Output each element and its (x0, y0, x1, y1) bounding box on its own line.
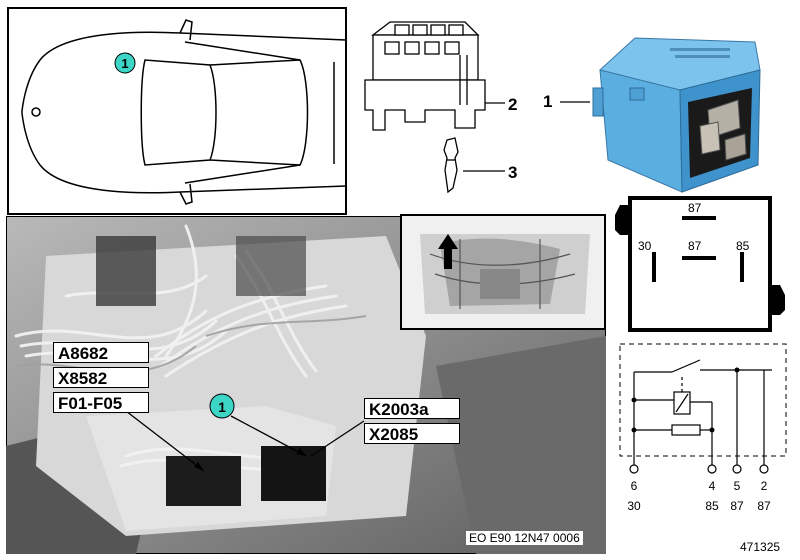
car-location-panel: 1 (7, 7, 347, 215)
car-location-badge-number: 1 (121, 56, 128, 71)
label-f01-f05: F01-F05 (53, 392, 149, 413)
label-x8582: X8582 (53, 367, 149, 388)
inset-arrow (438, 234, 458, 269)
label-k2003a: K2003a (364, 398, 460, 419)
car-location-badge (114, 52, 136, 74)
label-x2085: X2085 (364, 423, 460, 444)
pin-label-30: 30 (638, 239, 652, 253)
connector-parts: 2 3 (364, 21, 517, 194)
relay-pin-layout: 87 87 30 85 (615, 196, 785, 332)
schematic-terminal-30: 30 (627, 499, 641, 513)
schematic-pin-6: 6 (631, 479, 638, 493)
label-a8682: A8682 (53, 342, 149, 363)
schematic-pin-4: 4 (709, 479, 716, 493)
schematic-pin-5: 5 (734, 479, 741, 493)
fuse-connector-block (166, 456, 241, 506)
car-outline (21, 19, 347, 205)
part-3-number: 3 (508, 163, 517, 182)
schematic-terminal-87-b: 87 (757, 499, 771, 513)
pin-87-center (682, 256, 716, 260)
figure-number: 471325 (740, 540, 781, 554)
pin-label-85: 85 (736, 239, 750, 253)
relay-schematic: 6 30 4 85 5 87 2 87 (619, 343, 787, 513)
relay-image (560, 37, 761, 193)
pin-label-87-center: 87 (688, 239, 702, 253)
schematic-terminal-87-a: 87 (730, 499, 744, 513)
photo-caption: EO E90 12N47 0006 (466, 531, 583, 545)
part-2-number: 2 (508, 95, 517, 114)
relay-socket-block (261, 446, 326, 501)
pin-85 (740, 252, 744, 282)
inset-location-photo (400, 214, 606, 330)
photo-location-badge (209, 393, 235, 419)
pin-87-top (682, 216, 716, 220)
part-1-number: 1 (543, 92, 553, 111)
terminal-pin-drawing (443, 137, 459, 194)
pin-30 (652, 252, 656, 282)
schematic-pin-2: 2 (761, 479, 768, 493)
schematic-terminal-85: 85 (705, 499, 719, 513)
photo-location-badge-number: 1 (218, 399, 226, 415)
pin-label-87-top: 87 (688, 201, 702, 215)
connector-housing-drawing (364, 21, 486, 131)
